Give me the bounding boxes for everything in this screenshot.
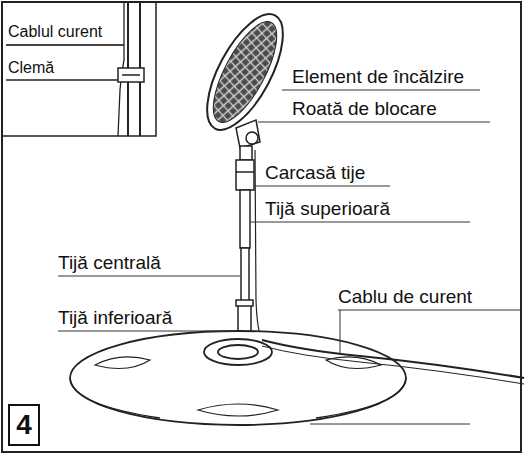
figure-number: 4: [16, 410, 32, 440]
lock-wheel: [236, 120, 260, 160]
leader-lines: [6, 45, 520, 424]
pole-housing: [236, 160, 254, 190]
base: [70, 331, 406, 425]
inset: [2, 2, 156, 136]
part-label: Element de încălzire: [292, 66, 464, 88]
heating-element: [192, 3, 298, 140]
part-label: Roată de blocare: [292, 98, 437, 120]
frame: [2, 2, 521, 452]
part-label: Cablu de curent: [338, 286, 472, 308]
part-label: Tijă superioară: [265, 198, 390, 220]
figure-number-box: 4: [8, 404, 40, 446]
part-label: Tijă centrală: [58, 252, 161, 274]
part-label: Carcasă tije: [265, 162, 365, 184]
upper-pole: [240, 190, 250, 248]
power-cable-edge: [262, 346, 524, 384]
power-cable: [262, 340, 524, 378]
inset-label: Clemă: [8, 58, 54, 77]
pole: [236, 150, 262, 350]
inset-label: Cablul curent: [8, 22, 102, 41]
part-label: Tijă inferioară: [58, 307, 172, 329]
central-pole: [241, 248, 249, 302]
